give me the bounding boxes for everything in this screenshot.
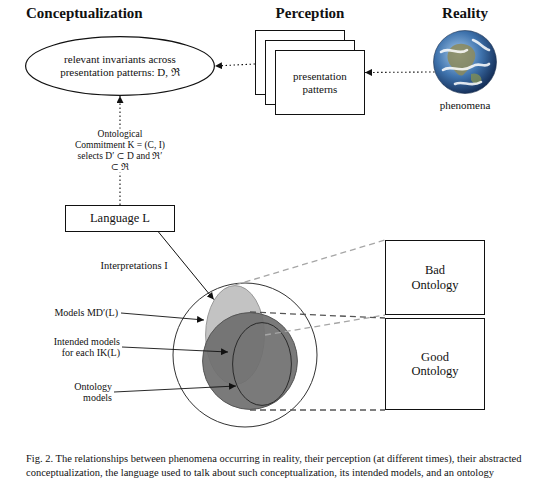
ellipse-shape [26, 37, 215, 96]
outer-model-circle [173, 283, 317, 427]
perception-arrow [365, 71, 435, 73]
callout-text: Models MD′(L) [16, 305, 118, 321]
earth-land [447, 44, 475, 76]
earth-illustration: Realityphenomena [433, 30, 497, 94]
ellipse-shape [233, 323, 292, 406]
callout-text: Ontology models [54, 378, 112, 406]
node-text: Language L [65, 205, 175, 232]
node-text: Good Ontology [405, 318, 465, 410]
abstraction-arrow [215, 64, 255, 66]
edge-label: Ontological Commitment K = (C, I) select… [74, 128, 166, 173]
zoom-line [235, 240, 385, 285]
earth-globe [434, 31, 497, 94]
zoom-lines [250, 315, 385, 410]
zoom-line [250, 312, 385, 318]
leader-arrow [114, 386, 236, 392]
zoom-line [250, 409, 385, 410]
column-heading: Reality [425, 4, 505, 24]
concept-ellipse: Conceptualizationrelevant invariants acr… [25, 36, 215, 96]
earth-clouds [441, 40, 489, 84]
zoom-line [265, 315, 385, 335]
leader-arrow [121, 313, 204, 320]
leader-lines [114, 313, 236, 392]
pattern-sheet [276, 51, 365, 115]
ontology-models-ellipse: Ontology models [232, 322, 292, 406]
edge-label: Interpretations I [89, 260, 179, 272]
intended-models-ellipse: Ontology modelsIntended models for each … [202, 312, 298, 410]
figure-caption: Fig. 2. The relationships between phenom… [26, 452, 526, 479]
bad-ontology-box: Bad Ontology [385, 240, 485, 315]
node-outline [433, 30, 497, 94]
box-shape [386, 241, 485, 315]
box-shape [386, 319, 485, 410]
node-text: presentation patterns [281, 50, 359, 115]
callout-text: Intended models for each IK(L) [40, 333, 120, 361]
language-box: Language L [65, 205, 175, 232]
column-heading: Conceptualization [26, 4, 216, 24]
box-shape [66, 206, 175, 232]
node-text: Bad Ontology [405, 240, 465, 315]
node-text: relevant invariants across presentation … [42, 36, 198, 96]
node-outline [232, 322, 292, 406]
node-caption: phenomena [420, 97, 510, 113]
connector-group [120, 64, 435, 318]
pattern-stack: Perceptionpresentation patterns [255, 30, 365, 115]
column-heading: Perception [255, 4, 365, 24]
good-ontology-box: Good Ontology [385, 318, 485, 410]
leader-arrow [122, 347, 228, 352]
ellipse-shape [203, 313, 298, 410]
node-outline [202, 312, 298, 410]
